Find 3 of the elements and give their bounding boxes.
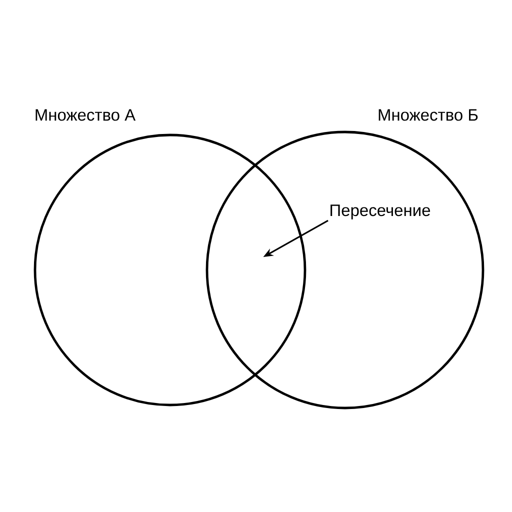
- node-label: Множество А: [36, 109, 136, 121]
- node-label: Множество Б: [378, 109, 478, 121]
- callout-text: Пересечение: [330, 204, 430, 220]
